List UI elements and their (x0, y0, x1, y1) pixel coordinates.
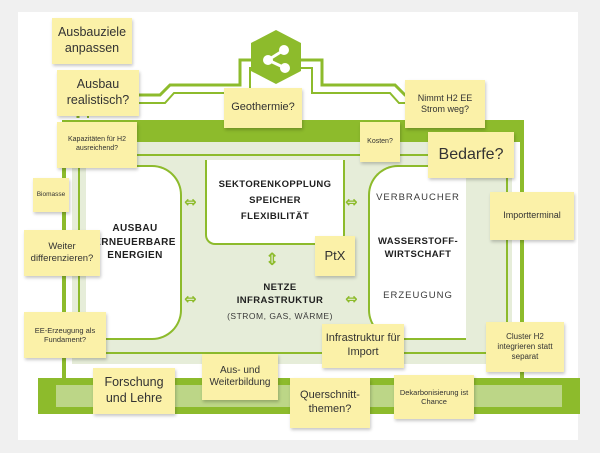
sticky-note-nimmt-h2[interactable]: Nimmt H2 EE Strom weg? (405, 80, 485, 128)
wasserstoff-panel (368, 165, 466, 340)
sektorenkopplung-panel (205, 160, 345, 245)
netze-label: NETZE INFRASTRUKTUR (236, 282, 324, 306)
sticky-note-importterminal[interactable]: Importterminal (490, 192, 574, 240)
sticky-note-geothermie[interactable]: Geothermie? (224, 88, 302, 128)
hydrogen-molecule-hexagon-icon (251, 30, 301, 84)
wasserstoff-label: WASSERSTOFF- WIRTSCHAFT (377, 236, 459, 260)
sticky-note-aus-weiterbildung[interactable]: Aus- und Weiterbildung (202, 354, 278, 400)
sticky-note-ausbau-realistisch[interactable]: Ausbau realistisch? (57, 70, 139, 116)
ausbau-label: AUSBAU ERNEUERBARE ENERGIEN (94, 223, 176, 261)
sticky-note-ptx[interactable]: PtX (315, 236, 355, 276)
sticky-note-infrastruktur-import[interactable]: Infrastruktur für Import (322, 324, 404, 368)
sektorenkopplung-label: SEKTORENKOPPLUNG SPEICHER FLEXIBILITÄT (218, 179, 332, 223)
sticky-note-biomasse[interactable]: Biomasse (33, 178, 69, 212)
sticky-note-kapazitaeten[interactable]: Kapazitäten für H2 ausreichend? (57, 122, 137, 168)
sticky-note-bedarfe[interactable]: Bedarfe? (428, 132, 514, 178)
arrow-right-upper-icon: ⇔ (345, 193, 358, 211)
arrow-vertical-icon: ⇕ (265, 250, 280, 270)
sticky-note-ee-erzeugung[interactable]: EE-Erzeugung als Fundament? (24, 312, 106, 358)
ausbau-panel (86, 165, 182, 340)
sticky-note-querschnitt[interactable]: Querschnitt-themen? (290, 378, 370, 428)
sticky-note-dekarbonisierung[interactable]: Dekarbonisierung ist Chance (394, 375, 474, 419)
arrow-left-lower-icon: ⇔ (184, 290, 197, 308)
netze-subtitle: (STROM, GAS, WÄRME) (227, 311, 333, 321)
verbraucher-label: VERBRAUCHER (376, 192, 460, 203)
sticky-note-kosten[interactable]: Kosten? (360, 122, 400, 162)
sticky-note-ausbauziele[interactable]: Ausbauziele anpassen (52, 18, 132, 64)
sticky-note-weiter-differenzieren[interactable]: Weiter differenzieren? (24, 230, 100, 276)
sticky-note-forschung[interactable]: Forschung und Lehre (93, 368, 175, 414)
erzeugung-label: ERZEUGUNG (383, 290, 453, 301)
arrow-right-lower-icon: ⇔ (345, 290, 358, 308)
right-pillar (520, 142, 524, 378)
sticky-note-cluster-h2[interactable]: Cluster H2 integrieren statt separat (486, 322, 564, 372)
arrow-left-upper-icon: ⇔ (184, 193, 197, 211)
